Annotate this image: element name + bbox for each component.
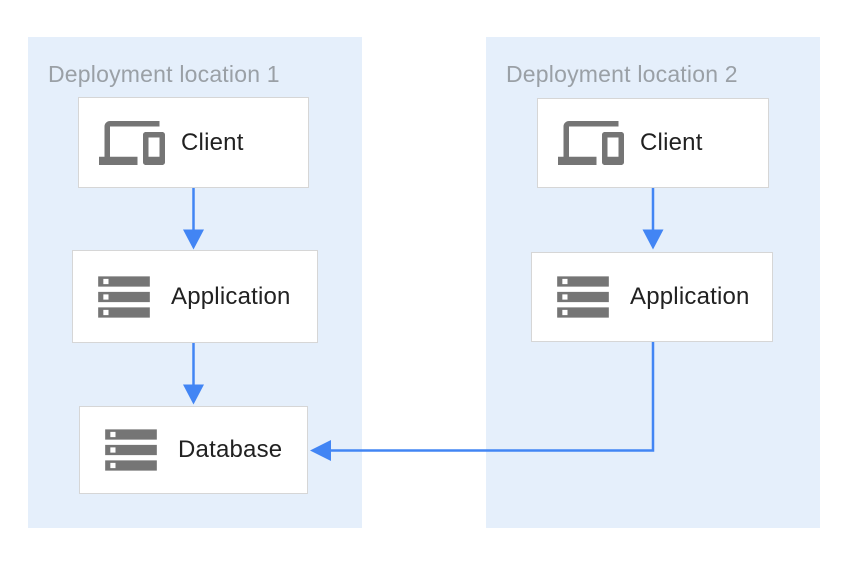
node-application-location1: Application <box>72 250 318 343</box>
node-label: Application <box>171 282 291 310</box>
devices-icon <box>558 110 624 176</box>
node-application-location2: Application <box>531 252 773 342</box>
storage-icon <box>93 266 155 328</box>
node-label: Client <box>181 128 244 156</box>
node-client-location2: Client <box>537 98 769 188</box>
deployment-location-1-label: Deployment location 1 <box>48 61 280 87</box>
deployment-location-2-label: Deployment location 2 <box>506 61 738 87</box>
node-label: Client <box>640 129 703 156</box>
storage-icon <box>100 419 162 481</box>
node-database-location1: Database <box>79 406 308 494</box>
node-label: Database <box>178 436 283 463</box>
node-client-location1: Client <box>78 97 309 188</box>
node-label: Application <box>630 283 750 310</box>
storage-icon <box>552 266 614 328</box>
devices-icon <box>99 110 165 176</box>
